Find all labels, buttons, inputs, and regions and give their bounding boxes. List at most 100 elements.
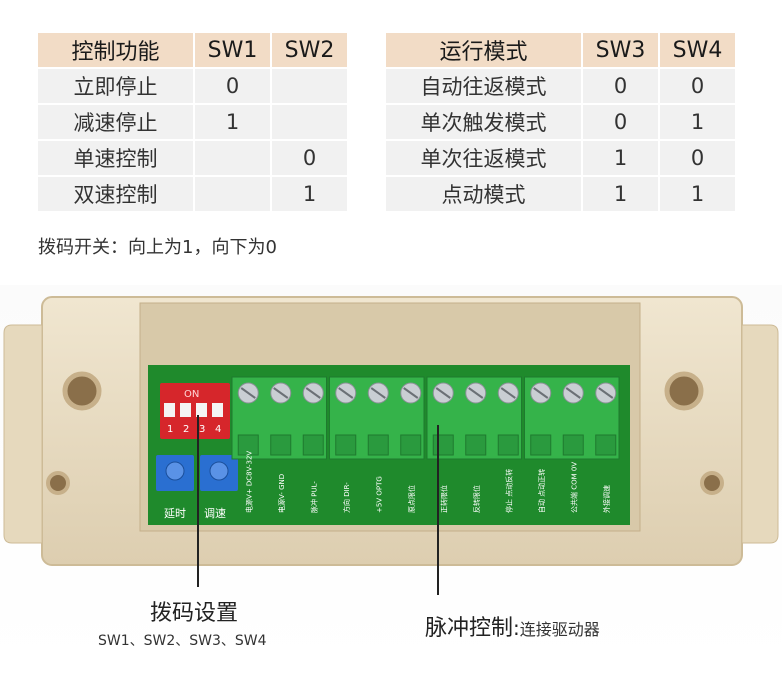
table-cell: 1 <box>272 177 347 211</box>
wire-slot <box>530 434 552 456</box>
wire-slot <box>367 434 389 456</box>
dip-switch <box>160 383 230 439</box>
table-cell <box>272 69 347 103</box>
header-cell: SW1 <box>195 33 270 67</box>
terminal-label: 电源V- GND <box>277 474 286 513</box>
dip-caption-title: 拨码设置 <box>150 601 239 626</box>
table-row: 单次往返模式 1 0 <box>386 141 735 175</box>
right-flange <box>741 324 779 544</box>
screw-slot <box>598 387 614 399</box>
terminal-label: 反转限位 <box>472 485 481 513</box>
screw-slot <box>403 387 419 399</box>
pot-label: 调速 <box>204 507 226 520</box>
table-row: 点动模式 1 1 <box>386 177 735 211</box>
header-cell: SW4 <box>660 33 735 67</box>
dip-number-label: 1 <box>167 424 173 435</box>
pulse-caption: 脉冲控制:连接驱动器 <box>425 610 600 642</box>
table-row: 自动往返模式 0 0 <box>386 69 735 103</box>
dip-caption-sub: SW1、SW2、SW3、SW4 <box>98 633 267 649</box>
table-cell: 0 <box>660 141 735 175</box>
terminal-label: 原点限位 <box>407 485 416 513</box>
wire-slot <box>497 434 519 456</box>
wire-slot <box>302 434 324 456</box>
mounting-hole-icon <box>700 471 724 495</box>
table-cell: 自动往返模式 <box>386 69 581 103</box>
screw-slot <box>500 387 516 399</box>
screw-slot <box>565 387 581 399</box>
table-row: 减速停止 1 <box>38 105 347 139</box>
table-cell: 单速控制 <box>38 141 193 175</box>
screw-slot <box>240 387 256 399</box>
pulse-caption-sub: 连接驱动器 <box>519 620 600 639</box>
table-cell: 0 <box>272 141 347 175</box>
header-cell: SW2 <box>272 33 347 67</box>
pot-knob-icon <box>165 461 185 481</box>
dip-number-label: 2 <box>183 424 189 435</box>
table-header-row: 运行模式 SW3 SW4 <box>386 33 735 67</box>
run-mode-table: 运行模式 SW3 SW4 自动往返模式 0 0 单次触发模式 0 1 单次往返模… <box>384 31 737 213</box>
mounting-hole-icon <box>664 371 704 411</box>
header-cell: SW3 <box>583 33 658 67</box>
table-row: 单次触发模式 0 1 <box>386 105 735 139</box>
wire-slot <box>465 434 487 456</box>
table-cell: 1 <box>660 105 735 139</box>
wire-slot <box>335 434 357 456</box>
control-function-table: 控制功能 SW1 SW2 立即停止 0 减速停止 1 单速控制 0 双速控制 1 <box>36 31 349 213</box>
pulse-caption-colon: : <box>513 616 520 640</box>
table-row: 双速控制 1 <box>38 177 347 211</box>
wire-slot <box>400 434 422 456</box>
terminal-label: 外接调速 <box>602 485 611 513</box>
table-cell: 单次往返模式 <box>386 141 581 175</box>
table-cell: 减速停止 <box>38 105 193 139</box>
mounting-hole-icon <box>62 371 102 411</box>
table-header-row: 控制功能 SW1 SW2 <box>38 33 347 67</box>
pulse-caption-title: 脉冲控制 <box>425 616 514 641</box>
dip-switch-note: 拨码开关：向上为1，向下为0 <box>38 237 277 258</box>
terminal-label: 脉冲 PUL- <box>309 481 318 513</box>
table-cell <box>195 141 270 175</box>
terminal-label: 正转限位 <box>439 485 448 513</box>
table-cell <box>195 177 270 211</box>
wire-slot <box>562 434 584 456</box>
pot-knob-icon <box>209 461 229 481</box>
table-cell: 单次触发模式 <box>386 105 581 139</box>
table-cell: 1 <box>660 177 735 211</box>
terminal-label: 公共端 COM 0V <box>569 462 578 513</box>
terminal-label: 自动 点动正转 <box>537 469 546 513</box>
screw-slot <box>338 387 354 399</box>
terminal-label: 停止 点动反转 <box>504 469 513 513</box>
table-cell: 0 <box>195 69 270 103</box>
dip-key <box>180 403 191 417</box>
screw-slot <box>305 387 321 399</box>
table-cell: 0 <box>660 69 735 103</box>
table-cell: 1 <box>195 105 270 139</box>
wire-slot <box>237 434 259 456</box>
dip-key <box>212 403 223 417</box>
table-cell: 1 <box>583 177 658 211</box>
table-row: 立即停止 0 <box>38 69 347 103</box>
wire-slot <box>595 434 617 456</box>
header-cell: 控制功能 <box>38 33 193 67</box>
dip-number-label: 3 <box>199 424 205 435</box>
left-flange <box>3 324 43 544</box>
dip-key <box>196 403 207 417</box>
table-cell: 双速控制 <box>38 177 193 211</box>
table-cell: 1 <box>583 141 658 175</box>
screw-slot <box>468 387 484 399</box>
wire-slot <box>270 434 292 456</box>
screw-slot <box>435 387 451 399</box>
terminal-label: +5V OPTG <box>375 476 383 513</box>
mounting-hole-icon <box>46 471 70 495</box>
dip-on-label: ON <box>184 389 199 400</box>
table-cell: 点动模式 <box>386 177 581 211</box>
dip-number-label: 4 <box>215 424 221 435</box>
dip-key <box>164 403 175 417</box>
table-cell <box>272 105 347 139</box>
table-cell: 0 <box>583 69 658 103</box>
header-cell: 运行模式 <box>386 33 581 67</box>
wire-slot <box>432 434 454 456</box>
table-row: 单速控制 0 <box>38 141 347 175</box>
terminal-label: 电源V+ DC8V-32V <box>244 451 253 513</box>
screw-slot <box>370 387 386 399</box>
